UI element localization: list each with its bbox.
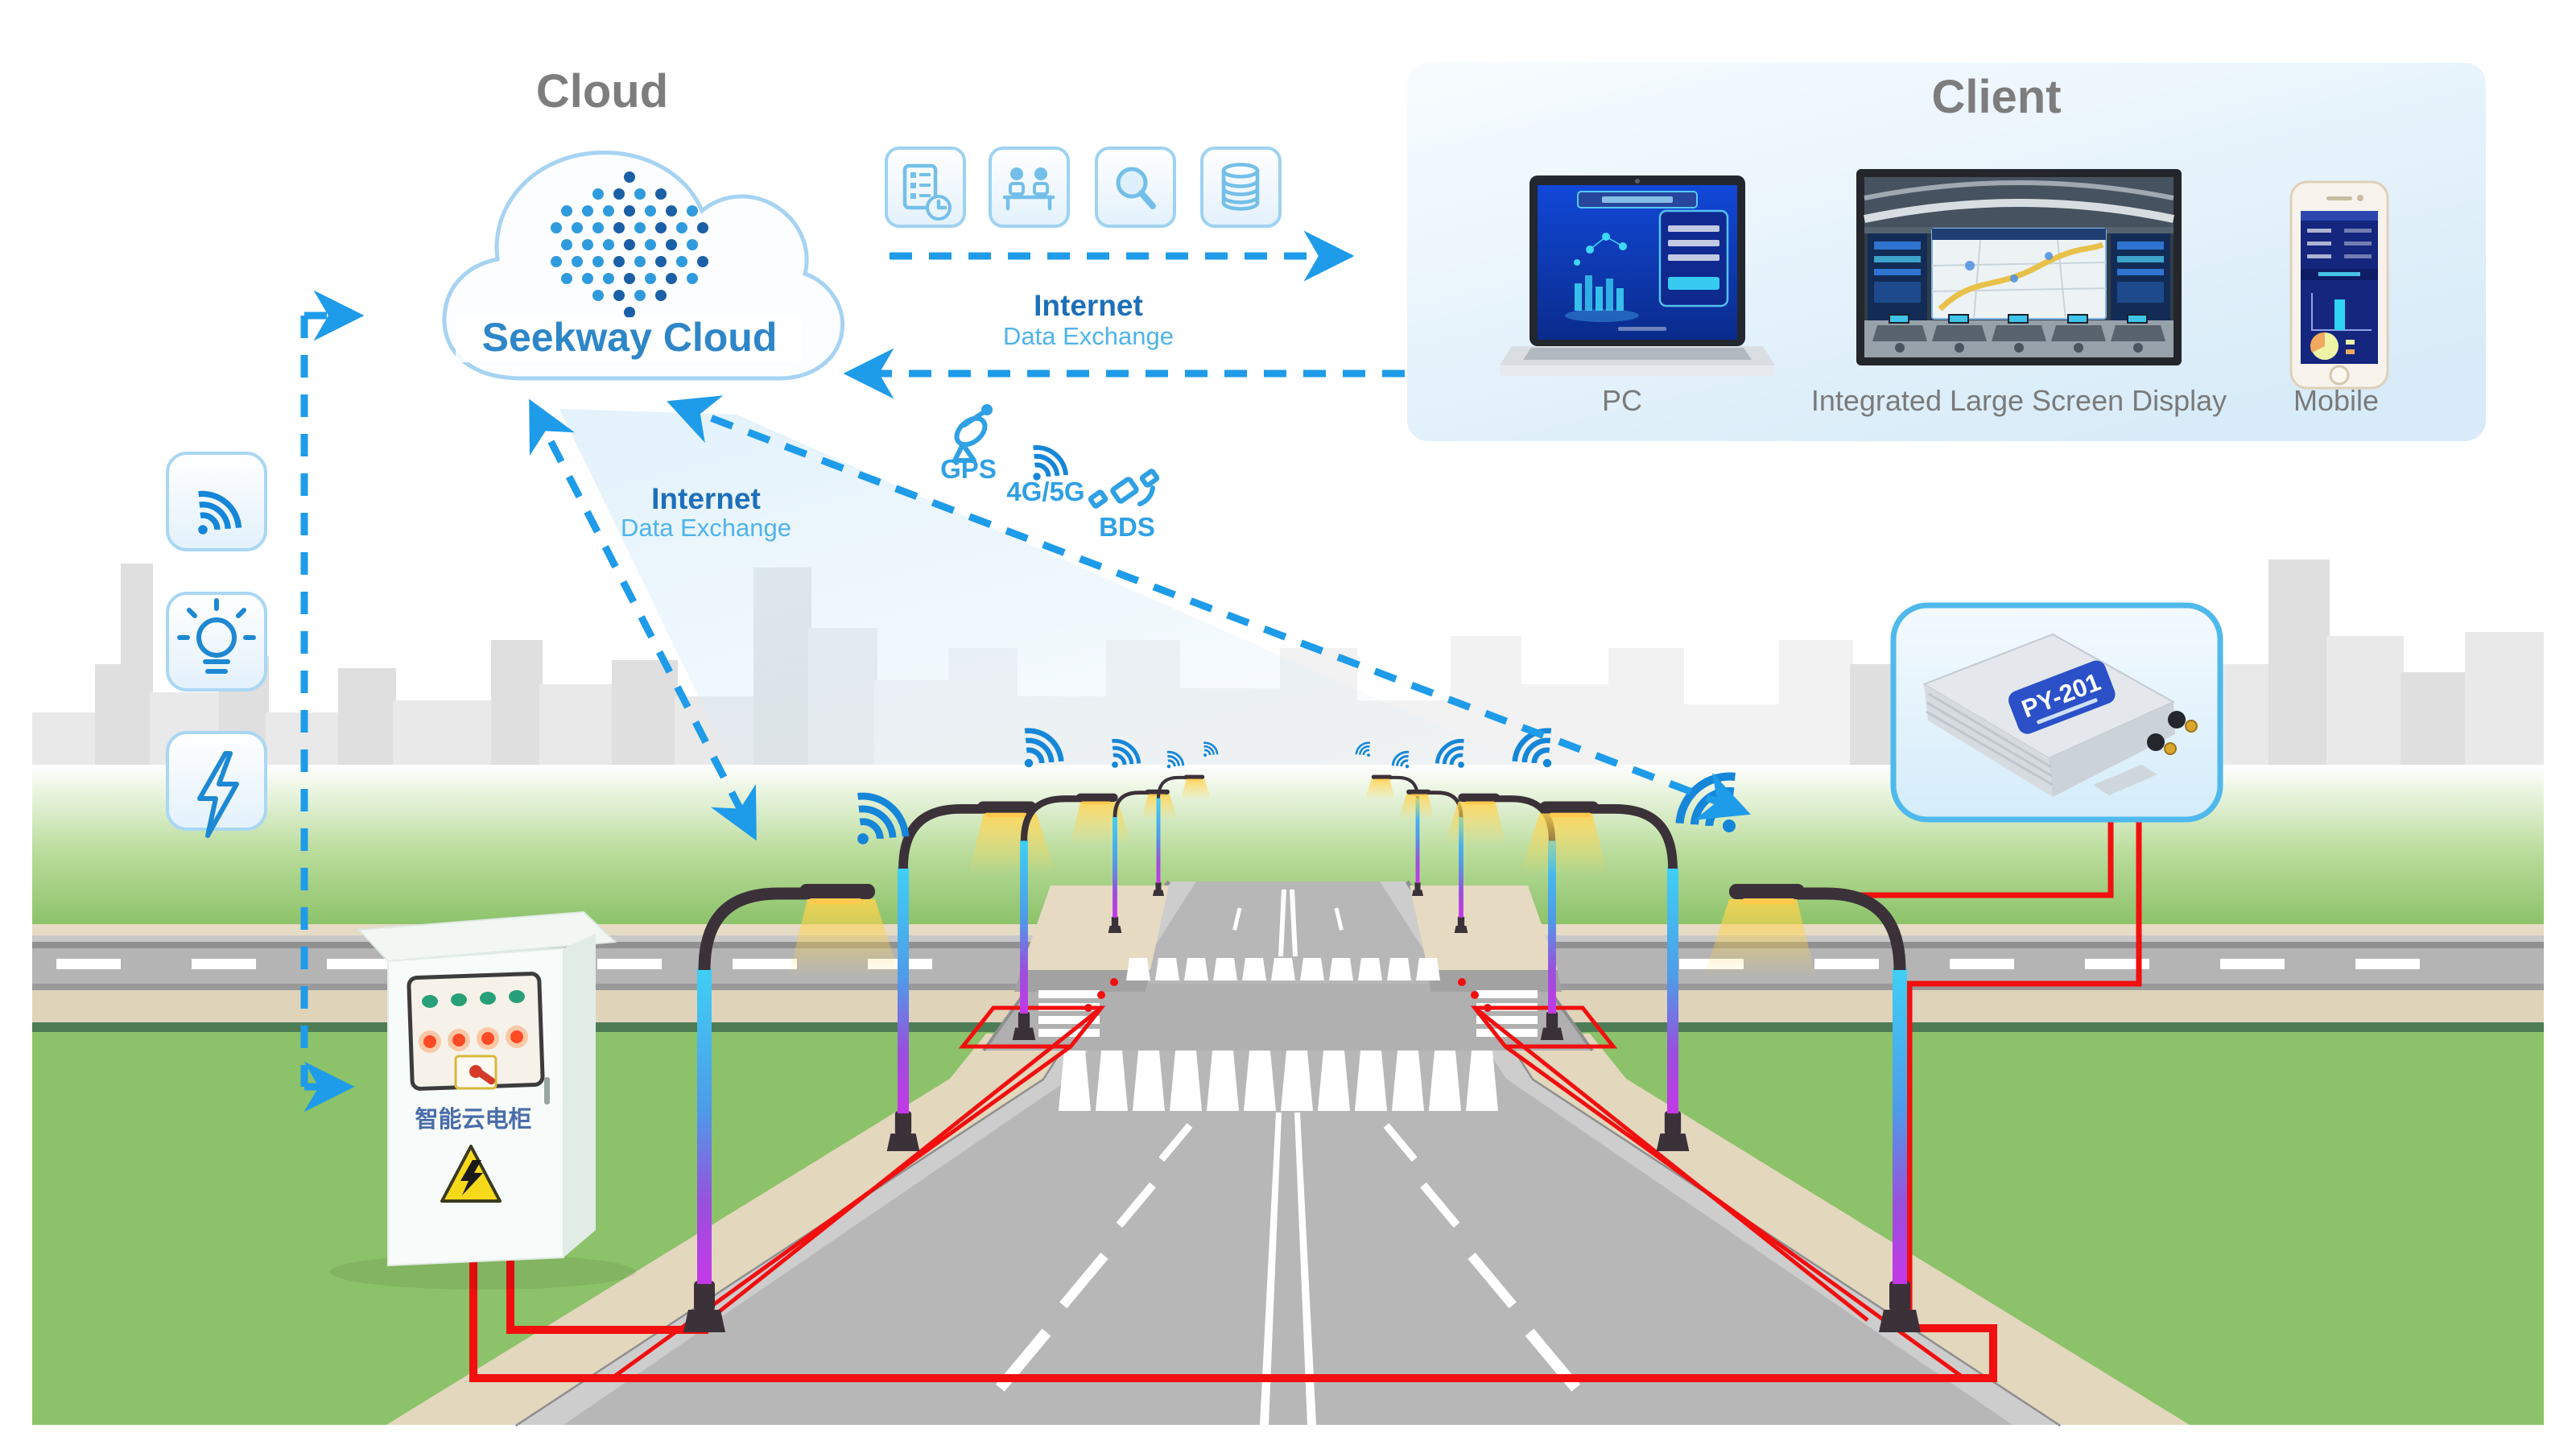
data-exchange-side-label: Data Exchange [621, 514, 791, 542]
cabinet-rotary-switch [454, 1055, 497, 1090]
crosswalk-far [1126, 958, 1440, 980]
intersection [982, 886, 1594, 1052]
pc-laptop [1500, 175, 1775, 376]
report-schedule-icon [902, 163, 952, 221]
crosswalk-near [1059, 1051, 1498, 1111]
cabinet-label: 智能云电柜 [415, 1106, 531, 1133]
cabinet-handle [544, 1077, 550, 1104]
electric-power-icon [197, 751, 239, 838]
device-label-pc: PC [1602, 384, 1642, 417]
cloud-feature-icons [885, 147, 1282, 228]
4g5g-label: 4G/5G [1006, 477, 1084, 506]
internet-top-label: Internet [1034, 289, 1143, 322]
mobile-phone [2289, 180, 2389, 390]
satellite-icon [1088, 469, 1160, 509]
bds-label: BDS [1099, 512, 1155, 542]
search-icon [1116, 167, 1156, 209]
lamp-controller-panel: PY-201 [1890, 602, 2223, 823]
smart-lamp-icon [177, 598, 256, 674]
gps-label: GPS [940, 454, 997, 484]
field-icon-list [166, 452, 267, 838]
network-nodes: GPS 4G/5G BDS [940, 404, 1160, 542]
client-section-title: Client [1931, 71, 2061, 123]
satellite-dish-icon [952, 404, 993, 463]
high-voltage-warning-icon [440, 1145, 502, 1203]
device-label-large-screen: Integrated Large Screen Display [1811, 384, 2227, 417]
database-icon [1221, 163, 1260, 211]
seekway-cloud: Seekway Cloud [442, 150, 845, 381]
client-panel: PC Integrated Large Screen Display Mobil… [1407, 63, 2486, 441]
arrow-cloud-lamp-right [667, 395, 1751, 820]
large-screen-display [1856, 169, 2182, 365]
device-label-mobile: Mobile [2293, 384, 2379, 417]
meeting-icon [1002, 167, 1055, 211]
cloud-section-title: Cloud [536, 65, 668, 118]
smart-power-cabinet: 智能云电柜 [330, 910, 636, 1290]
data-links [300, 230, 1751, 1113]
road-markings [996, 890, 1580, 1425]
internet-side-label: Internet [651, 482, 761, 515]
cloud-name: Seekway Cloud [482, 315, 778, 360]
cabinet-indicator-lights [419, 990, 528, 1053]
cloud-logo-dots [551, 171, 708, 318]
data-exchange-top-label: Data Exchange [1003, 322, 1174, 350]
controller-device: PY-201 [1922, 633, 2198, 797]
